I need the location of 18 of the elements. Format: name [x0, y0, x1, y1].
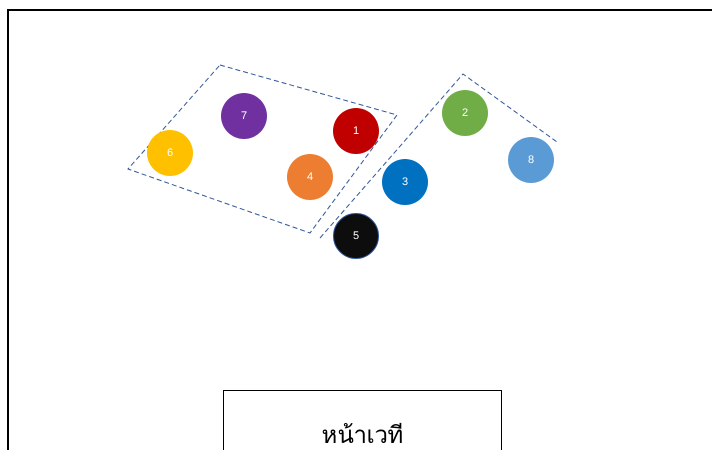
seat-number: 2: [462, 107, 468, 119]
seat-circle: [508, 137, 554, 183]
seat-circle: [221, 93, 267, 139]
seat-circle: [382, 159, 428, 205]
seat-circle: [147, 130, 193, 176]
seat-number: 6: [166, 147, 174, 159]
seat-number: 7: [240, 110, 248, 122]
stage-box: [223, 390, 502, 450]
seat-number: 4: [306, 171, 314, 183]
seat-circle: [333, 108, 379, 154]
seat-circle: [333, 213, 379, 259]
seat-circle: [287, 154, 333, 200]
seat-number: 3: [402, 176, 408, 188]
stage-label: หน้าเวที: [322, 421, 404, 450]
seat-number: 8: [528, 154, 534, 166]
seat-number: 5: [352, 230, 360, 242]
seat-number: 1: [352, 125, 360, 137]
seat-circle: [442, 90, 488, 136]
